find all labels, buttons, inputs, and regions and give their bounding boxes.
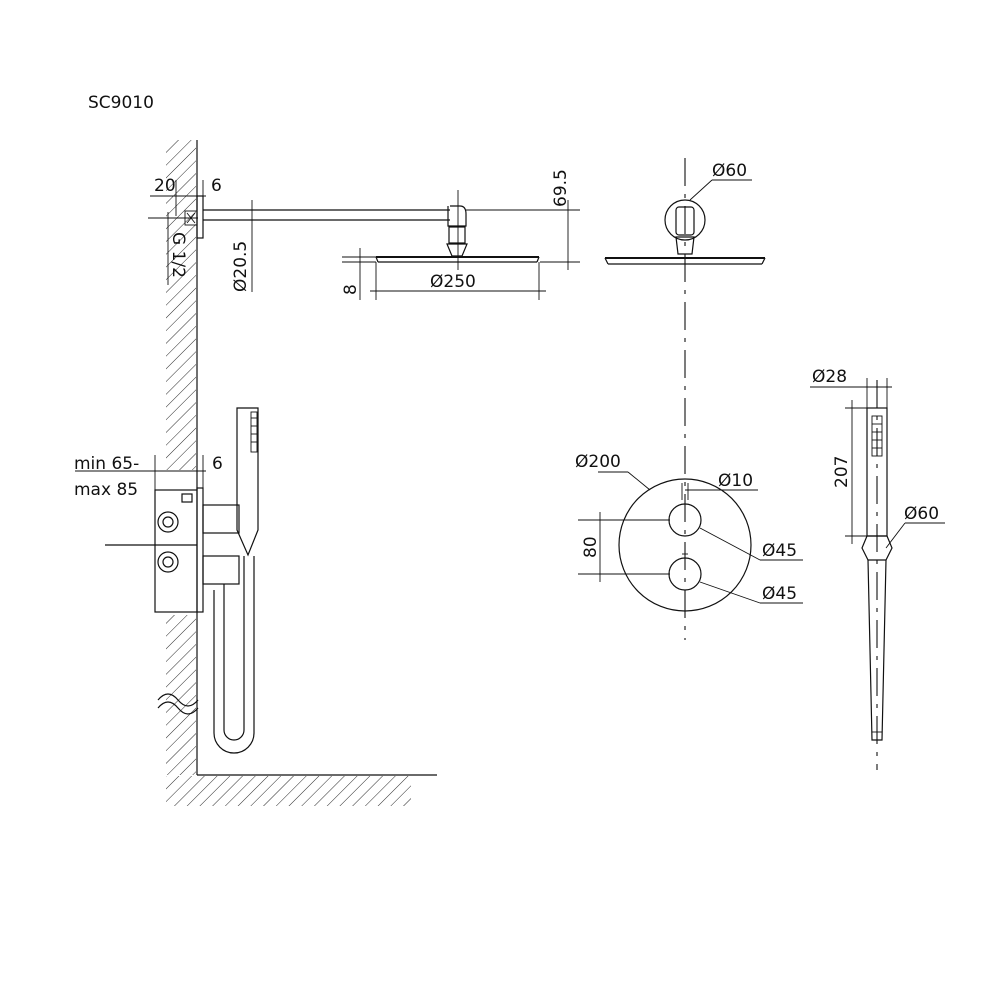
model-code: SC9010 <box>88 93 154 113</box>
dim-handshower-diameter-label: Ø28 <box>812 367 847 387</box>
dim-head-thickness: 8 <box>341 248 376 300</box>
dim-wall-offset: 20 6 <box>150 176 222 216</box>
shower-head-front: Ø60 <box>604 158 766 640</box>
handshower-front: Ø28 207 Ø60 <box>810 367 945 770</box>
dim-arm-flange-diameter-label: Ø60 <box>712 161 747 181</box>
dim-thread: G 1/2 <box>148 212 198 285</box>
dim-knob-bottom-diameter-label: Ø45 <box>762 584 797 604</box>
dim-flange-depth-label: 6 <box>211 176 222 196</box>
dim-install-depth-line1: min 65- <box>74 454 139 474</box>
mixer-front: Ø200 Ø10 Ø45 Ø45 80 <box>575 452 803 612</box>
dim-arm-drop-label: 69.5 <box>551 169 571 207</box>
dim-install-depth: min 65- max 85 6 <box>74 454 223 500</box>
dim-arm-diameter: Ø20.5 <box>231 200 260 292</box>
dim-holder-diameter-label: Ø60 <box>904 504 939 524</box>
mixer-side <box>105 407 259 754</box>
dim-knob-top-diameter-label: Ø45 <box>762 541 797 561</box>
dim-knob-spacing-label: 80 <box>581 536 601 558</box>
dim-spindle-diameter-label: Ø10 <box>718 471 753 491</box>
dim-head-diameter: Ø250 <box>370 262 546 300</box>
dim-handshower-length-label: 207 <box>832 456 852 488</box>
dim-install-depth-line2: max 85 <box>74 480 138 500</box>
dim-head-diameter-label: Ø250 <box>430 272 476 292</box>
dim-plate-diameter-label: Ø200 <box>575 452 621 472</box>
dim-thread-label: G 1/2 <box>168 232 188 278</box>
dim-head-thickness-label: 8 <box>341 284 361 295</box>
dim-arm-drop: 69.5 <box>466 169 580 270</box>
wall-section <box>157 140 437 806</box>
dim-plate-depth-label: 6 <box>212 454 223 474</box>
dim-wall-offset-label: 20 <box>154 176 176 196</box>
dim-arm-diameter-label: Ø20.5 <box>231 241 251 292</box>
